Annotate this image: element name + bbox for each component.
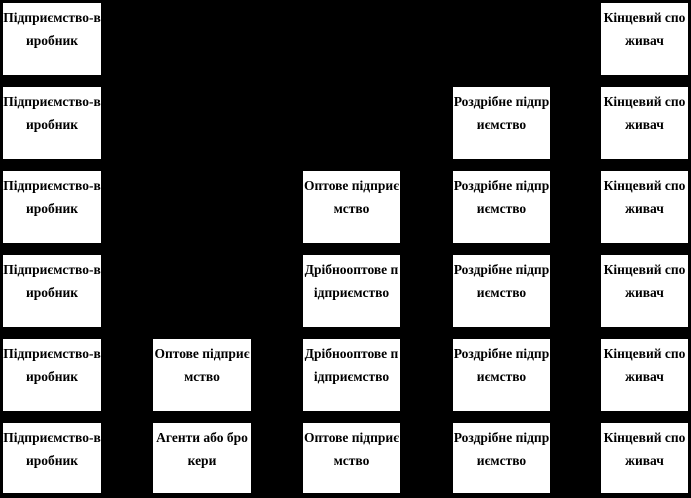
node-manufacturer: Підприємство-виробник (2, 170, 102, 244)
node-label: Кінцевий споживач (603, 178, 686, 216)
node-end-consumer: Кінцевий споживач (600, 338, 689, 412)
node-wholesale-enterprise: Оптове підприємство (302, 170, 401, 244)
node-label: Підприємство-виробник (3, 94, 101, 132)
node-label: Оптове підприємство (303, 178, 400, 216)
node-small-wholesale-enterprise: Дрібнооптове підприємство (302, 338, 401, 412)
node-manufacturer: Підприємство-виробник (2, 254, 102, 328)
node-label: Дрібнооптове підприємство (304, 346, 399, 384)
node-label: Агенти або брокери (156, 430, 248, 468)
node-label: Кінцевий споживач (603, 346, 686, 384)
node-label: Підприємство-виробник (3, 346, 101, 384)
node-label: Підприємство-виробник (3, 262, 101, 300)
node-label: Кінцевий споживач (603, 10, 686, 48)
node-wholesale-enterprise: Оптове підприємство (152, 338, 252, 412)
node-manufacturer: Підприємство-виробник (2, 2, 102, 76)
node-agents-or-brokers: Агенти або брокери (152, 422, 252, 494)
node-manufacturer: Підприємство-виробник (2, 338, 102, 412)
node-end-consumer: Кінцевий споживач (600, 254, 689, 328)
node-label: Роздрібне підприємство (453, 94, 550, 132)
node-end-consumer: Кінцевий споживач (600, 170, 689, 244)
node-label: Кінцевий споживач (603, 262, 686, 300)
node-label: Роздрібне підприємство (453, 346, 550, 384)
node-label: Підприємство-виробник (3, 10, 101, 48)
node-label: Оптове підприємство (154, 346, 250, 384)
node-label: Підприємство-виробник (3, 178, 101, 216)
node-label: Роздрібне підприємство (453, 430, 550, 468)
node-manufacturer: Підприємство-виробник (2, 422, 102, 494)
node-label: Кінцевий споживач (603, 430, 686, 468)
node-label: Оптове підприємство (303, 430, 400, 468)
node-label: Роздрібне підприємство (453, 178, 550, 216)
node-small-wholesale-enterprise: Дрібнооптове підприємство (302, 254, 401, 328)
node-end-consumer: Кінцевий споживач (600, 2, 689, 76)
node-label: Підприємство-виробник (3, 430, 101, 468)
node-label: Роздрібне підприємство (453, 262, 550, 300)
node-manufacturer: Підприємство-виробник (2, 86, 102, 160)
node-label: Кінцевий споживач (603, 94, 686, 132)
node-retail-enterprise: Роздрібне підприємство (452, 422, 551, 494)
node-retail-enterprise: Роздрібне підприємство (452, 338, 551, 412)
node-retail-enterprise: Роздрібне підприємство (452, 254, 551, 328)
node-label: Дрібнооптове підприємство (304, 262, 399, 300)
node-retail-enterprise: Роздрібне підприємство (452, 86, 551, 160)
node-wholesale-enterprise: Оптове підприємство (302, 422, 401, 494)
node-retail-enterprise: Роздрібне підприємство (452, 170, 551, 244)
node-end-consumer: Кінцевий споживач (600, 422, 689, 494)
node-end-consumer: Кінцевий споживач (600, 86, 689, 160)
